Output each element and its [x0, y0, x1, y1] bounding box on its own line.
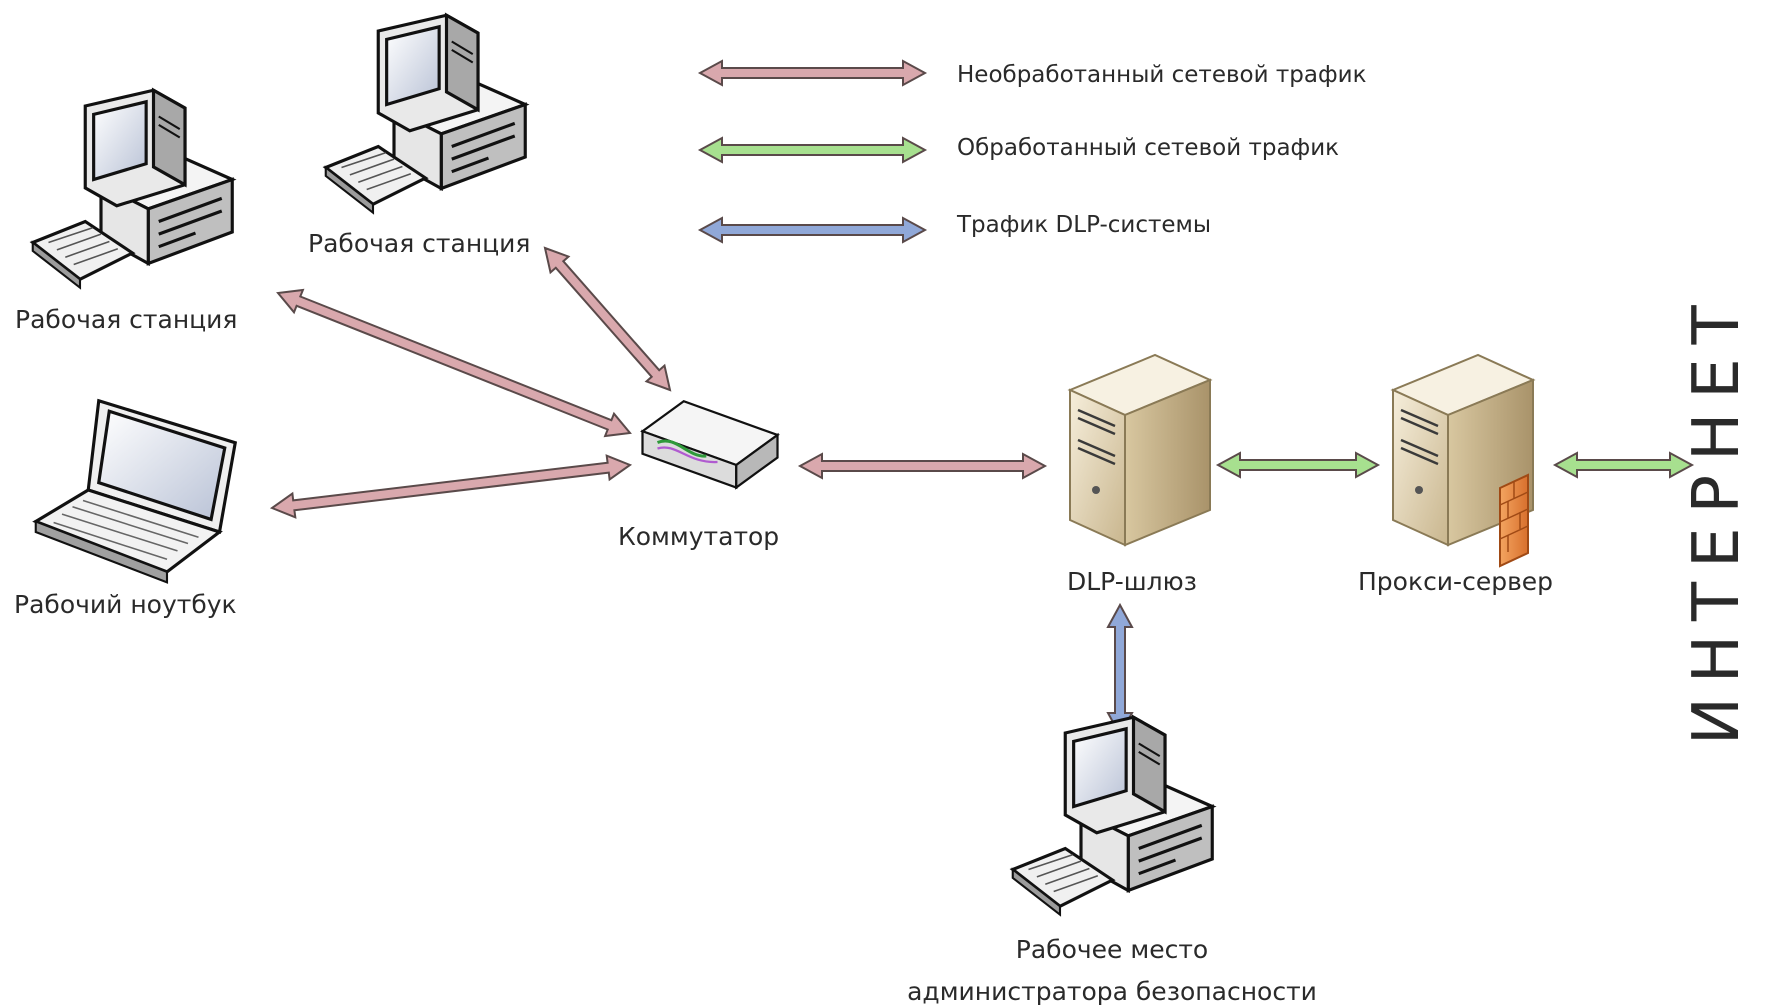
workstation-top-label: Рабочая станция	[308, 229, 530, 258]
desktop-computer-icon	[324, 13, 527, 215]
dlp-gateway-label: DLP-шлюз	[1067, 567, 1197, 596]
proxy-server-label: Прокси-сервер	[1358, 567, 1553, 596]
legend-dlp-label: Трафик DLP-системы	[956, 212, 1211, 238]
firewall-icon	[1499, 473, 1529, 568]
proxy-to-internet-arrow	[1552, 451, 1695, 479]
dlp-to-admin-arrow	[1106, 602, 1134, 738]
workstation-top-to-switch-arrow	[543, 246, 672, 392]
dlp-to-proxy-arrow	[1215, 451, 1381, 479]
connection-arrows	[269, 59, 1695, 738]
legend: Необработанный сетевой трафик Обработанн…	[956, 62, 1367, 238]
legend-raw-arrow	[697, 59, 928, 87]
switch-to-dlp-arrow	[797, 452, 1048, 480]
workstation-left-to-switch-arrow	[276, 288, 632, 438]
desktop-computer-icon	[1011, 715, 1214, 917]
desktop-computer-icon	[31, 88, 234, 290]
admin-label-line1: Рабочее место	[1016, 935, 1208, 964]
laptop-to-switch-arrow	[269, 454, 633, 519]
legend-processed-arrow	[697, 136, 928, 164]
admin-label-line2: администратора безопасности	[907, 977, 1317, 1006]
internet-label: ИНТЕРНЕТ	[1680, 291, 1754, 745]
network-switch-icon	[641, 399, 779, 489]
workstation-left-label: Рабочая станция	[15, 305, 237, 334]
legend-raw-label: Необработанный сетевой трафик	[957, 62, 1367, 88]
laptop-icon	[34, 399, 237, 585]
legend-dlp-arrow	[697, 216, 928, 244]
laptop-label: Рабочий ноутбук	[14, 590, 237, 619]
server-icon	[1068, 353, 1212, 547]
legend-processed-label: Обработанный сетевой трафик	[957, 135, 1339, 161]
switch-label: Коммутатор	[618, 522, 779, 551]
